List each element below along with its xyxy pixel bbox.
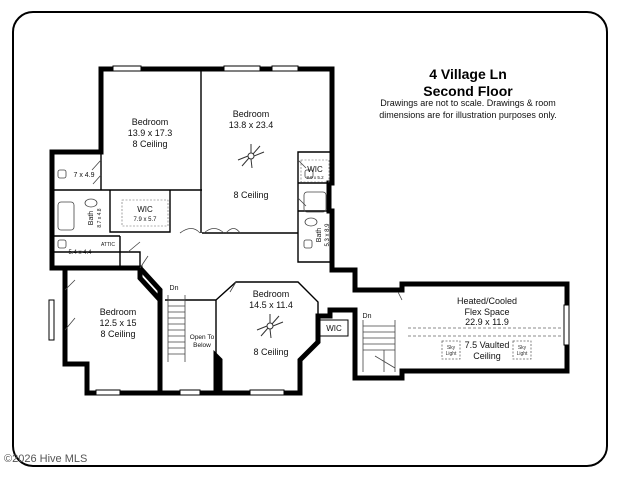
room-wic-middle: WIC [319, 319, 349, 337]
svg-text:Bath: Bath [316, 228, 323, 243]
svg-text:8 Ceiling: 8 Ceiling [253, 347, 288, 357]
disclaimer-line-2: dimensions are for illustration purposes… [379, 110, 556, 120]
svg-text:Light: Light [517, 351, 528, 357]
svg-text:8 Ceiling: 8 Ceiling [233, 190, 268, 200]
room-flex-space: Heated/Cooled Flex Space 22.9 x 11.9 7.5… [457, 296, 517, 361]
svg-text:Bedroom: Bedroom [233, 109, 270, 119]
watermark: ©2026 Hive MLS [4, 453, 87, 465]
stair-down-label: Dn [363, 313, 372, 320]
ceiling-fan-icon [256, 314, 284, 339]
svg-text:8.7 x 4.8: 8.7 x 4.8 [97, 208, 103, 227]
svg-text:Below: Below [193, 342, 211, 349]
svg-text:Open To: Open To [190, 334, 215, 341]
skylight-icon: Sky Light [512, 340, 532, 360]
room-wic-right: WIC 3.9 x 5.2 [300, 159, 330, 183]
svg-text:Flex Space: Flex Space [464, 307, 509, 317]
room-wic-left: WIC 7.9 x 5.7 [121, 199, 169, 227]
svg-text:Sky: Sky [447, 345, 456, 351]
linen-size-label: 5.4 x 4.4 [68, 250, 92, 256]
svg-text:Ceiling: Ceiling [473, 351, 501, 361]
svg-text:12.5 x 15: 12.5 x 15 [99, 318, 136, 328]
open-to-below-label: Open To Below [190, 334, 215, 349]
svg-text:Bedroom: Bedroom [100, 307, 137, 317]
attic-label: ATTIC [101, 242, 115, 248]
svg-text:13.9 x 17.3: 13.9 x 17.3 [128, 128, 173, 138]
svg-text:13.8 x 23.4: 13.8 x 23.4 [229, 120, 274, 130]
svg-text:WIC: WIC [326, 324, 342, 333]
svg-text:3.9 x 5.2: 3.9 x 5.2 [306, 175, 324, 180]
stair-down-label: Dn [170, 285, 179, 292]
svg-text:Sky: Sky [518, 345, 527, 351]
interior-walls [52, 69, 332, 356]
svg-text:8 Ceiling: 8 Ceiling [100, 329, 135, 339]
svg-text:7.5 Vaulted: 7.5 Vaulted [465, 340, 510, 350]
door-swings [64, 159, 403, 331]
svg-text:8 Ceiling: 8 Ceiling [132, 139, 167, 149]
exterior-wall [49, 66, 570, 396]
disclaimer-line-1: Drawings are not to scale. Drawings & ro… [380, 98, 556, 108]
svg-text:WIC: WIC [307, 165, 323, 174]
svg-text:Heated/Cooled: Heated/Cooled [457, 296, 517, 306]
closet-size-label: 7 x 4.9 [73, 172, 94, 179]
bath-fixtures [57, 169, 327, 249]
room-bath-right: Bath 5.3 x 8.9 [316, 223, 331, 247]
southwest-bedroom-wall [62, 265, 163, 396]
svg-text:7.9 x 5.7: 7.9 x 5.7 [133, 217, 157, 223]
svg-text:WIC: WIC [137, 205, 153, 214]
svg-text:Bedroom: Bedroom [132, 117, 169, 127]
svg-text:Bath: Bath [88, 211, 95, 226]
svg-text:22.9 x 11.9: 22.9 x 11.9 [465, 317, 509, 327]
stairs-left [167, 295, 186, 362]
room-bedroom-southwest: Bedroom 12.5 x 15 8 Ceiling [99, 307, 136, 339]
plan-title: 4 Village Ln [429, 66, 507, 82]
room-bedroom-middle: Bedroom 14.5 x 11.4 8 Ceiling [249, 289, 293, 357]
svg-text:Light: Light [446, 351, 457, 357]
svg-text:Bedroom: Bedroom [253, 289, 290, 299]
ceiling-fan-icon [237, 144, 265, 169]
plan-subtitle: Second Floor [423, 83, 513, 99]
room-bedroom-northwest: Bedroom 13.9 x 17.3 8 Ceiling [128, 117, 173, 149]
stairs-right [362, 320, 396, 372]
svg-text:5.3 x 8.9: 5.3 x 8.9 [325, 223, 331, 247]
room-bath-left: Bath 8.7 x 4.8 [88, 208, 103, 227]
vault-lines [408, 327, 562, 337]
skylight-icon: Sky Light [441, 340, 461, 360]
windows [48, 65, 570, 396]
room-bedroom-northeast: Bedroom 13.8 x 23.4 8 Ceiling [229, 109, 274, 200]
svg-text:14.5 x 11.4: 14.5 x 11.4 [249, 300, 293, 310]
